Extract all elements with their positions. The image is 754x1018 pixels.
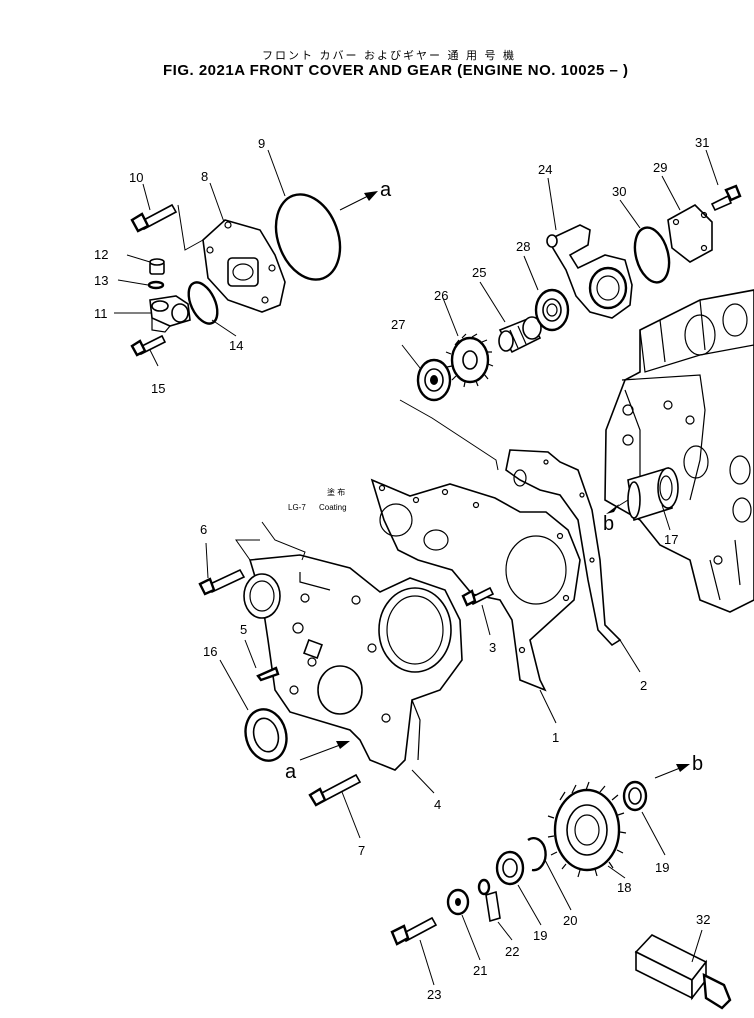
callout-14: 14 [229, 338, 243, 353]
part-12-plug [149, 258, 165, 275]
callout-19-upper: 19 [655, 860, 669, 875]
engine-block [604, 289, 754, 613]
leader-line-10-8 [177, 204, 204, 251]
part-11-elbow-fitting [149, 295, 191, 333]
part-5-dowel-pin [256, 666, 280, 682]
part-29-cover [667, 204, 713, 263]
callout-9: 9 [258, 136, 265, 151]
flow-label-a-top: a [380, 179, 392, 201]
callout-5: 5 [240, 622, 247, 637]
part-24-housing [546, 224, 633, 319]
part-20-snap-ring [527, 837, 547, 872]
part-14-o-ring [187, 281, 219, 325]
callout-7: 7 [358, 843, 365, 858]
callout-22: 22 [505, 944, 519, 959]
callout-17: 17 [664, 532, 678, 547]
flow-arrow-a-top [339, 191, 378, 211]
coating-note-jp: 塗 布 [327, 487, 345, 497]
part-19-bearing-lower [495, 850, 525, 886]
callout-26: 26 [434, 288, 448, 303]
part-7-bolt [308, 773, 362, 807]
figure-subtitle-japanese: フロント カバー およびギヤー 通 用 号 機 [262, 49, 516, 62]
callout-10: 10 [129, 170, 143, 185]
part-callouts: 1 2 3 4 5 6 7 8 9 10 11 12 13 14 15 16 1… [94, 135, 710, 1002]
part-6-bolt [198, 568, 246, 596]
callout-21: 21 [473, 963, 487, 978]
part-22-bushing [477, 878, 501, 923]
part-8-cover-plate [202, 219, 286, 313]
part-1-gasket [370, 478, 581, 692]
callout-11: 11 [94, 306, 108, 321]
callout-18: 18 [617, 880, 631, 895]
leader-lines [114, 149, 719, 986]
part-10-bolt [130, 203, 178, 233]
part-18-idler-gear [547, 781, 627, 878]
part-23-bolt [390, 916, 438, 946]
callout-2: 2 [640, 678, 647, 693]
callout-29: 29 [653, 160, 667, 175]
part-28-bearing [534, 288, 570, 332]
callout-8: 8 [201, 169, 208, 184]
part-2-gasket [505, 449, 622, 647]
part-17-bearing-sleeve [627, 466, 679, 522]
figure-title: FIG. 2021A FRONT COVER AND GEAR (ENGINE … [163, 62, 629, 79]
callout-20: 20 [563, 913, 577, 928]
part-13-washer [147, 280, 165, 290]
callout-31: 31 [695, 135, 709, 150]
callout-27: 27 [391, 317, 405, 332]
part-27-bearing [416, 358, 452, 402]
callout-24: 24 [538, 162, 552, 177]
flow-arrow-b-left [606, 499, 629, 514]
callout-3: 3 [489, 640, 496, 655]
flow-label-a-bottom: a [285, 761, 297, 783]
flow-arrow-a-bottom [299, 741, 350, 761]
part-32-tool [634, 934, 732, 1010]
callout-16: 16 [203, 644, 217, 659]
part-4-front-cover [243, 554, 463, 771]
leader-line-27-gasket [399, 399, 499, 471]
callout-6: 6 [200, 522, 207, 537]
callout-30: 30 [612, 184, 626, 199]
callout-19-lower: 19 [533, 928, 547, 943]
callout-23: 23 [427, 987, 441, 1002]
callout-4: 4 [434, 797, 441, 812]
flow-label-b-right: b [692, 753, 703, 775]
part-9-o-ring [274, 193, 342, 281]
flow-label-b-left: b [603, 513, 614, 535]
coating-note-lg7: LG-7 [288, 503, 306, 512]
callout-1: 1 [552, 730, 559, 745]
part-3-bolt [461, 586, 495, 607]
callout-13: 13 [94, 273, 108, 288]
part-15-bolt [130, 334, 167, 357]
callout-15: 15 [151, 381, 165, 396]
callout-32: 32 [696, 912, 710, 927]
part-31-bolt [710, 184, 742, 212]
part-30-o-ring [633, 226, 671, 284]
coating-note: 塗 布 LG-7 Coating [288, 487, 347, 512]
callout-12: 12 [94, 247, 108, 262]
part-25-shaft [498, 316, 542, 354]
part-21-washer [446, 888, 470, 916]
flow-arrow-b-right [654, 764, 690, 779]
callout-28: 28 [516, 239, 530, 254]
coating-note-coating: Coating [319, 503, 347, 512]
part-26-gear [445, 333, 494, 388]
part-19-bearing-upper [622, 780, 648, 812]
callout-25: 25 [472, 265, 486, 280]
part-16-oil-seal [244, 708, 288, 762]
